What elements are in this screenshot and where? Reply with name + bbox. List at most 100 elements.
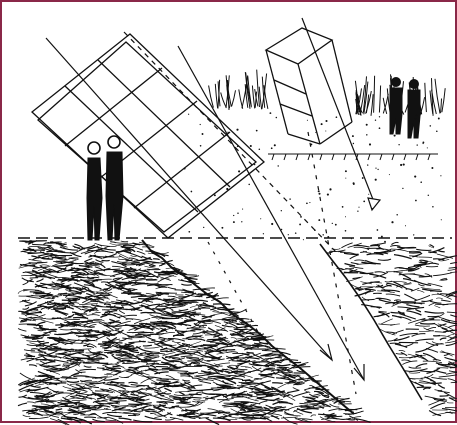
hatched-earth-right bbox=[327, 242, 457, 415]
hatch-stroke bbox=[446, 373, 457, 375]
speckle-dot bbox=[241, 221, 242, 222]
hatch-stroke bbox=[68, 314, 74, 317]
hatch-stroke bbox=[61, 326, 68, 327]
hatch-stroke bbox=[129, 258, 138, 260]
hatch-stroke bbox=[354, 260, 365, 261]
hatch-stroke bbox=[441, 300, 451, 302]
hatch-stroke bbox=[444, 392, 455, 398]
hatch-stroke bbox=[105, 420, 116, 421]
hatch-stroke bbox=[36, 346, 44, 347]
hatch-stroke bbox=[399, 314, 415, 319]
hatch-stroke bbox=[344, 253, 359, 254]
speckle-dot bbox=[310, 143, 312, 145]
hatch-stroke bbox=[423, 388, 430, 390]
speckle-dot bbox=[214, 194, 216, 196]
speckle-dot bbox=[353, 183, 355, 185]
hatch-stroke bbox=[18, 329, 26, 332]
speckle-dot bbox=[384, 241, 386, 243]
hatch-stroke bbox=[88, 334, 96, 335]
hatch-stroke bbox=[29, 365, 37, 367]
hatch-stroke bbox=[28, 413, 35, 414]
speckle-dot bbox=[276, 117, 278, 119]
hatch-stroke bbox=[395, 344, 407, 347]
hatch-stroke bbox=[344, 272, 358, 273]
speckle-dot bbox=[366, 134, 367, 135]
hatch-stroke bbox=[178, 372, 188, 373]
hatch-stroke bbox=[63, 386, 72, 388]
hatch-stroke bbox=[23, 415, 31, 417]
speckle-dot bbox=[271, 223, 273, 225]
hatch-stroke bbox=[394, 255, 412, 259]
hatch-stroke bbox=[247, 352, 254, 353]
hatch-stroke bbox=[73, 413, 79, 414]
hatch-stroke bbox=[297, 376, 302, 379]
hatch-stroke bbox=[353, 277, 361, 278]
hatch-stroke bbox=[37, 279, 44, 282]
hatch-stroke bbox=[38, 330, 45, 331]
hatch-stroke bbox=[34, 384, 44, 387]
hatch-stroke bbox=[253, 370, 262, 371]
hatch-stroke bbox=[311, 415, 316, 417]
hatch-stroke bbox=[301, 409, 319, 410]
speckle-dot bbox=[403, 164, 405, 166]
hatch-stroke bbox=[100, 345, 111, 346]
hatch-stroke bbox=[175, 392, 187, 393]
speckle-dot bbox=[345, 178, 346, 179]
speckle-dot bbox=[398, 144, 399, 145]
hatch-stroke bbox=[391, 242, 398, 244]
hatch-stroke bbox=[133, 244, 140, 246]
hatch-stroke bbox=[272, 383, 283, 384]
hatch-stroke bbox=[345, 264, 356, 266]
hatch-stroke bbox=[190, 342, 201, 346]
speckle-dot bbox=[329, 188, 331, 190]
speckle-dot bbox=[420, 112, 422, 114]
hatch-stroke bbox=[144, 347, 159, 348]
hatch-stroke bbox=[206, 418, 219, 425]
hatch-stroke bbox=[432, 294, 441, 295]
hatch-stroke bbox=[158, 386, 170, 389]
hatch-stroke bbox=[448, 325, 457, 327]
hatch-stroke bbox=[104, 334, 116, 335]
hatch-stroke bbox=[31, 295, 42, 296]
speckle-dot bbox=[345, 170, 347, 172]
hatch-stroke bbox=[426, 342, 438, 346]
hatch-stroke bbox=[41, 265, 50, 266]
hatch-stroke bbox=[440, 338, 446, 340]
hatch-stroke bbox=[104, 325, 123, 326]
hatch-stroke bbox=[102, 412, 116, 413]
hatch-stroke bbox=[293, 392, 310, 397]
hatch-stroke bbox=[254, 340, 274, 341]
hatch-stroke bbox=[394, 300, 401, 301]
speckle-dot bbox=[295, 232, 297, 234]
hatch-stroke bbox=[117, 261, 128, 262]
hatch-stroke bbox=[381, 319, 393, 324]
hatch-stroke bbox=[142, 409, 151, 410]
hatch-stroke bbox=[429, 263, 439, 264]
hatch-stroke bbox=[409, 367, 422, 368]
speckle-dot bbox=[248, 184, 250, 186]
speckle-dot bbox=[299, 223, 301, 225]
hatch-stroke bbox=[148, 323, 159, 324]
hatch-stroke bbox=[181, 284, 191, 285]
hatch-stroke bbox=[104, 287, 111, 289]
hatch-stroke bbox=[207, 359, 225, 361]
hatch-stroke bbox=[30, 392, 46, 394]
hatch-stroke bbox=[35, 414, 54, 415]
speckle-dot bbox=[414, 176, 416, 178]
hatch-stroke bbox=[431, 377, 447, 379]
hatch-stroke bbox=[113, 366, 121, 367]
hatch-stroke bbox=[330, 404, 340, 407]
hatch-stroke bbox=[321, 419, 340, 420]
hatch-stroke bbox=[427, 327, 436, 330]
speckle-dot bbox=[281, 229, 282, 230]
hatch-stroke bbox=[423, 361, 442, 363]
hatch-stroke bbox=[27, 325, 43, 327]
hatch-stroke bbox=[231, 338, 237, 340]
hatch-stroke bbox=[91, 264, 103, 265]
hatch-stroke bbox=[119, 418, 132, 420]
hatch-stroke bbox=[126, 319, 133, 320]
speckle-dot bbox=[375, 179, 377, 181]
hatch-stroke bbox=[445, 357, 457, 361]
speckle-dot bbox=[318, 193, 320, 195]
